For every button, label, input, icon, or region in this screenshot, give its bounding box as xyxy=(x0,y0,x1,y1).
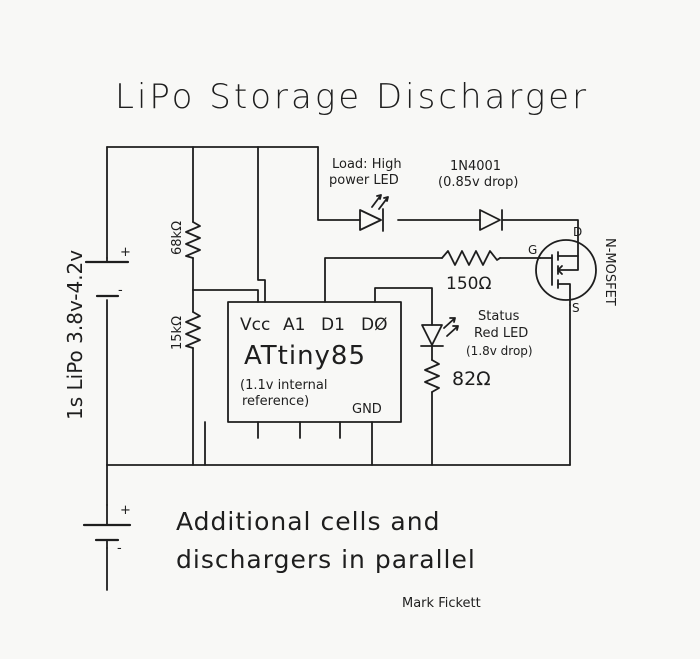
mosfet-drain-label: D xyxy=(573,225,582,239)
attiny85-chip xyxy=(227,301,402,423)
schematic-title: LiPo Storage Discharger xyxy=(115,77,589,117)
resistor-15k xyxy=(185,311,201,349)
chip-note-1: (1.1v internal xyxy=(240,378,327,393)
status-led-label-3: (1.8v drop) xyxy=(466,344,533,358)
pin-a1-label: A1 xyxy=(283,315,305,335)
battery-plus-label: + xyxy=(120,245,131,260)
pin-gnd-label: GND xyxy=(352,402,382,417)
status-led-label-1: Status xyxy=(478,309,520,324)
battery2-minus-label: - xyxy=(117,541,122,556)
mosfet-gate-label: G xyxy=(528,243,537,257)
resistor-82 xyxy=(424,359,440,393)
wiring xyxy=(106,146,579,591)
cell-label: 1s LiPo 3.8v-4.2v xyxy=(63,250,87,420)
status-led-label-2: Red LED xyxy=(474,326,528,341)
battery-minus-label: - xyxy=(118,283,123,298)
diode-symbol xyxy=(479,209,503,231)
load-led-label-2: power LED xyxy=(329,173,399,188)
chip-note-2: reference) xyxy=(242,394,309,409)
battery-1s-symbol xyxy=(84,257,130,298)
pin-vcc-label: Vcc xyxy=(240,315,270,335)
resistor-82-label: 82Ω xyxy=(452,368,491,390)
resistor-150 xyxy=(441,250,501,266)
chip-name: ATtiny85 xyxy=(244,341,366,371)
diode-label-2: (0.85v drop) xyxy=(438,175,518,190)
note-line-1: Additional cells and xyxy=(176,507,440,536)
mosfet-label: N-MOSFET xyxy=(602,238,617,306)
pin-d1-label: D1 xyxy=(321,315,345,335)
battery-additional-symbol xyxy=(82,504,132,549)
resistor-68k xyxy=(185,221,201,259)
mosfet-symbol xyxy=(535,231,597,306)
resistor-15k-label: 15kΩ xyxy=(170,316,185,350)
mosfet-source-label: S xyxy=(572,301,580,315)
load-led-symbol xyxy=(359,194,389,232)
battery2-plus-label: + xyxy=(120,503,131,518)
diode-label-1: 1N4001 xyxy=(450,159,501,174)
status-led-symbol xyxy=(420,317,459,347)
pin-d0-label: DØ xyxy=(361,315,387,335)
note-line-2: dischargers in parallel xyxy=(176,545,476,574)
author-signature: Mark Fickett xyxy=(402,596,481,611)
resistor-68k-label: 68kΩ xyxy=(170,221,185,255)
resistor-150-label: 150Ω xyxy=(446,274,491,294)
load-led-label-1: Load: High xyxy=(332,157,402,172)
